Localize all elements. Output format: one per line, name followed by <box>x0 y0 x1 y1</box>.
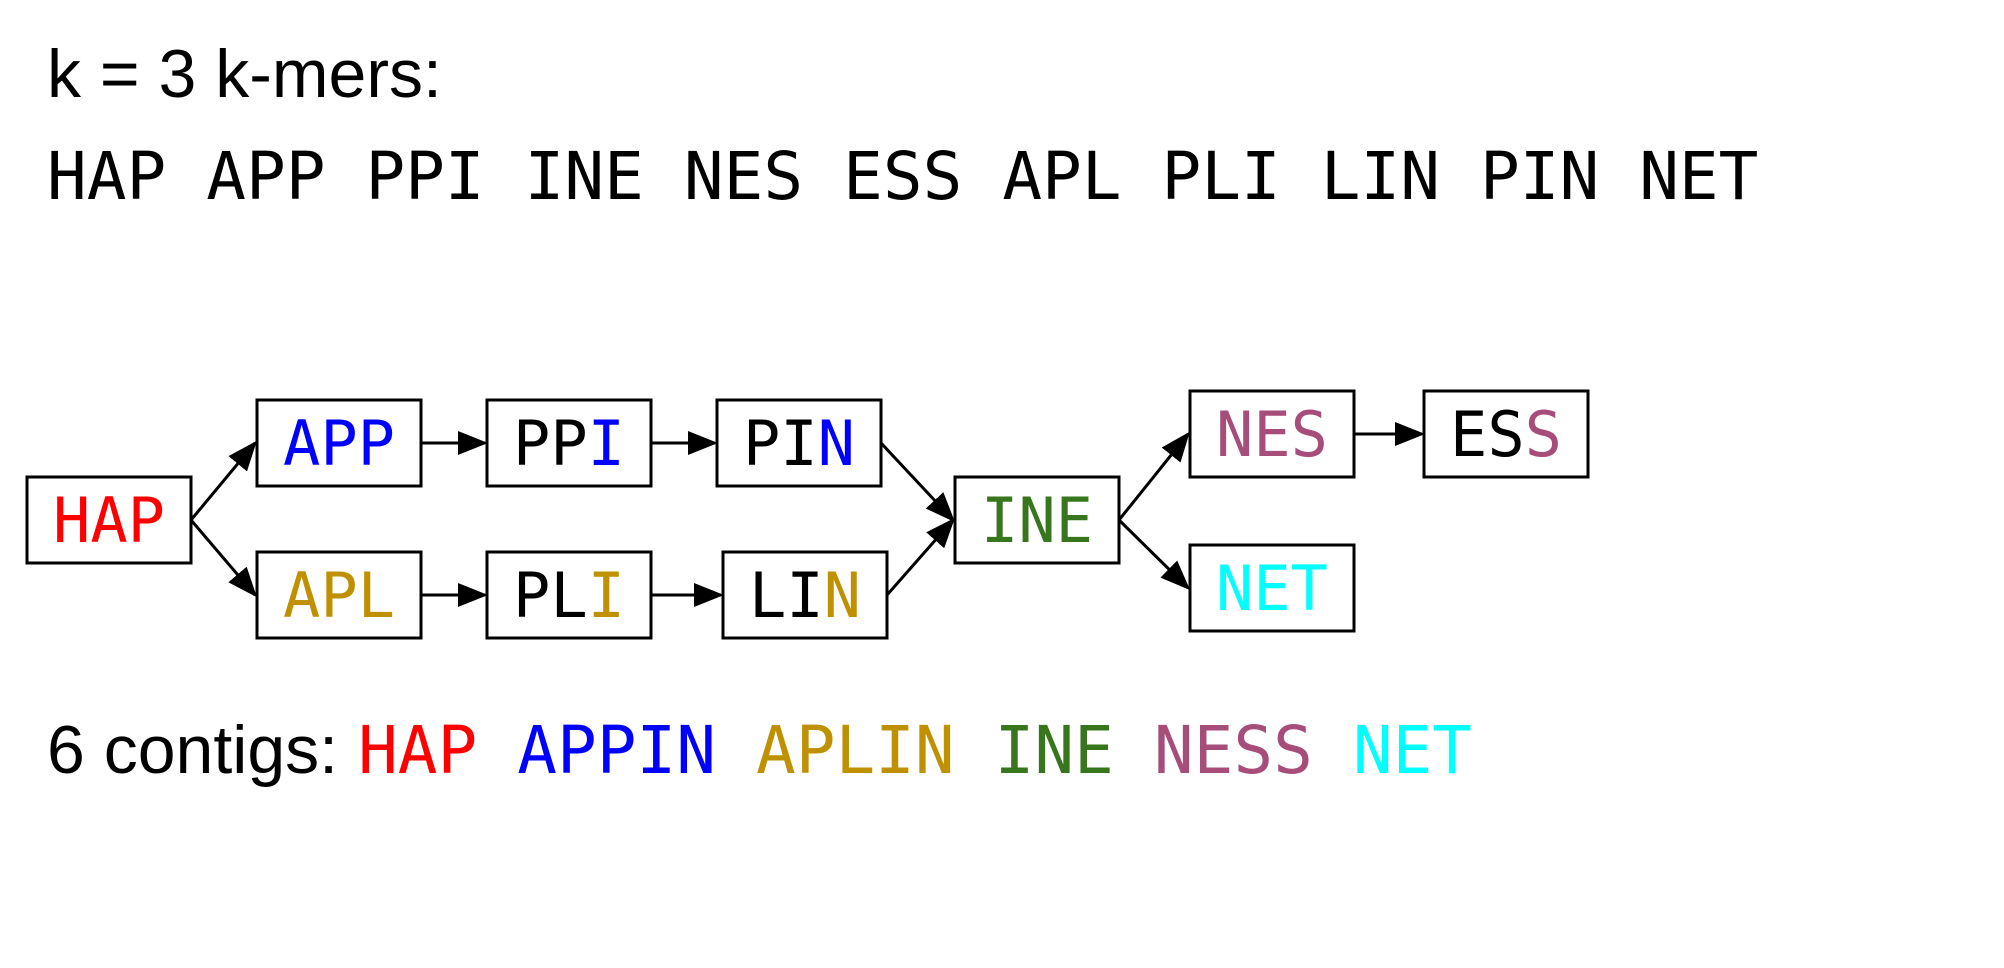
node-label-segment: PI <box>743 407 818 480</box>
kmer: PLI <box>1161 138 1281 215</box>
edge-hap-apl <box>189 519 257 598</box>
node-label: PLI <box>513 559 625 632</box>
contigs-label: 6 contigs: <box>47 712 339 788</box>
contig: HAP <box>358 712 478 789</box>
kmer-node-pli: PLI <box>485 550 653 640</box>
node-label-segment: INE <box>981 484 1093 557</box>
node-label-segment: N <box>824 559 861 632</box>
kmer: APL <box>1002 138 1122 215</box>
edge-pin-ine <box>879 441 956 523</box>
node-label-segment: LI <box>749 559 824 632</box>
node-label-segment: APP <box>283 407 395 480</box>
kmer-node-hap: HAP <box>25 475 193 565</box>
edge-lin-ine <box>885 517 955 596</box>
kmer-node-apl: APL <box>255 550 423 640</box>
kmer: NET <box>1639 138 1759 215</box>
node-box <box>953 475 1121 565</box>
kmer-node-net: NET <box>1188 543 1356 633</box>
node-label-segment: I <box>588 407 625 480</box>
kmer: NES <box>683 138 804 215</box>
node-box <box>255 550 423 640</box>
node-label-segment: S <box>1525 398 1562 471</box>
kmer: PPI <box>365 138 485 215</box>
node-box <box>255 398 423 488</box>
node-label-segment: HAP <box>53 484 165 557</box>
contig: APLIN <box>755 712 955 789</box>
kmer-node-ine: INE <box>953 475 1121 565</box>
node-label: INE <box>981 484 1093 557</box>
node-label: ESS <box>1450 398 1562 471</box>
contigs-line: 6 contigs: HAP APPIN APLIN INE NESS NET <box>47 716 1472 784</box>
node-label-segment: NET <box>1216 552 1328 625</box>
node-label-segment: I <box>588 559 625 632</box>
node-box <box>1422 389 1590 479</box>
edge-ine-nes <box>1117 431 1190 521</box>
kmer: ESS <box>843 138 963 215</box>
contig: INE <box>994 712 1114 789</box>
node-label-segment: ES <box>1450 398 1525 471</box>
kmer: PIN <box>1479 138 1600 215</box>
kmer-node-pin: PIN <box>715 398 883 488</box>
node-label-segment: APL <box>283 559 395 632</box>
node-label-segment: N <box>818 407 855 480</box>
kmer: APP <box>206 138 326 215</box>
node-label: HAP <box>53 484 165 557</box>
node-box <box>715 398 883 488</box>
edges-layer <box>189 422 1425 607</box>
contig: NESS <box>1153 712 1313 789</box>
node-label: PIN <box>743 407 855 480</box>
kmer: HAP <box>47 138 167 215</box>
node-box <box>1188 389 1356 479</box>
edge-ine-net <box>1117 518 1191 591</box>
node-label-segment: NES <box>1216 398 1328 471</box>
kmer: LIN <box>1320 138 1440 215</box>
kmer: INE <box>524 138 644 215</box>
kmer-node-nes: NES <box>1188 389 1356 479</box>
node-label: PPI <box>513 407 625 480</box>
kmer-node-ess: ESS <box>1422 389 1590 479</box>
node-label: APL <box>283 559 395 632</box>
node-box <box>485 398 653 488</box>
node-label: APP <box>283 407 395 480</box>
node-box <box>721 550 889 640</box>
contig: APPIN <box>517 712 716 789</box>
kmer-node-lin: LIN <box>721 550 889 640</box>
kmer-node-app: APP <box>255 398 423 488</box>
kmer-list: HAP APP PPI INE NES ESS APL PLI LIN PIN … <box>47 144 1758 210</box>
node-box <box>485 550 653 640</box>
node-label: NET <box>1216 552 1328 625</box>
node-box <box>25 475 193 565</box>
node-label: LIN <box>749 559 861 632</box>
kmer-node-ppi: PPI <box>485 398 653 488</box>
contig: NET <box>1352 712 1473 789</box>
node-label-segment: PL <box>513 559 588 632</box>
node-label: NES <box>1216 398 1328 471</box>
edge-hap-app <box>189 440 257 521</box>
node-label-segment: PP <box>513 407 588 480</box>
node-box <box>1188 543 1356 633</box>
heading: k = 3 k-mers: <box>47 36 442 112</box>
